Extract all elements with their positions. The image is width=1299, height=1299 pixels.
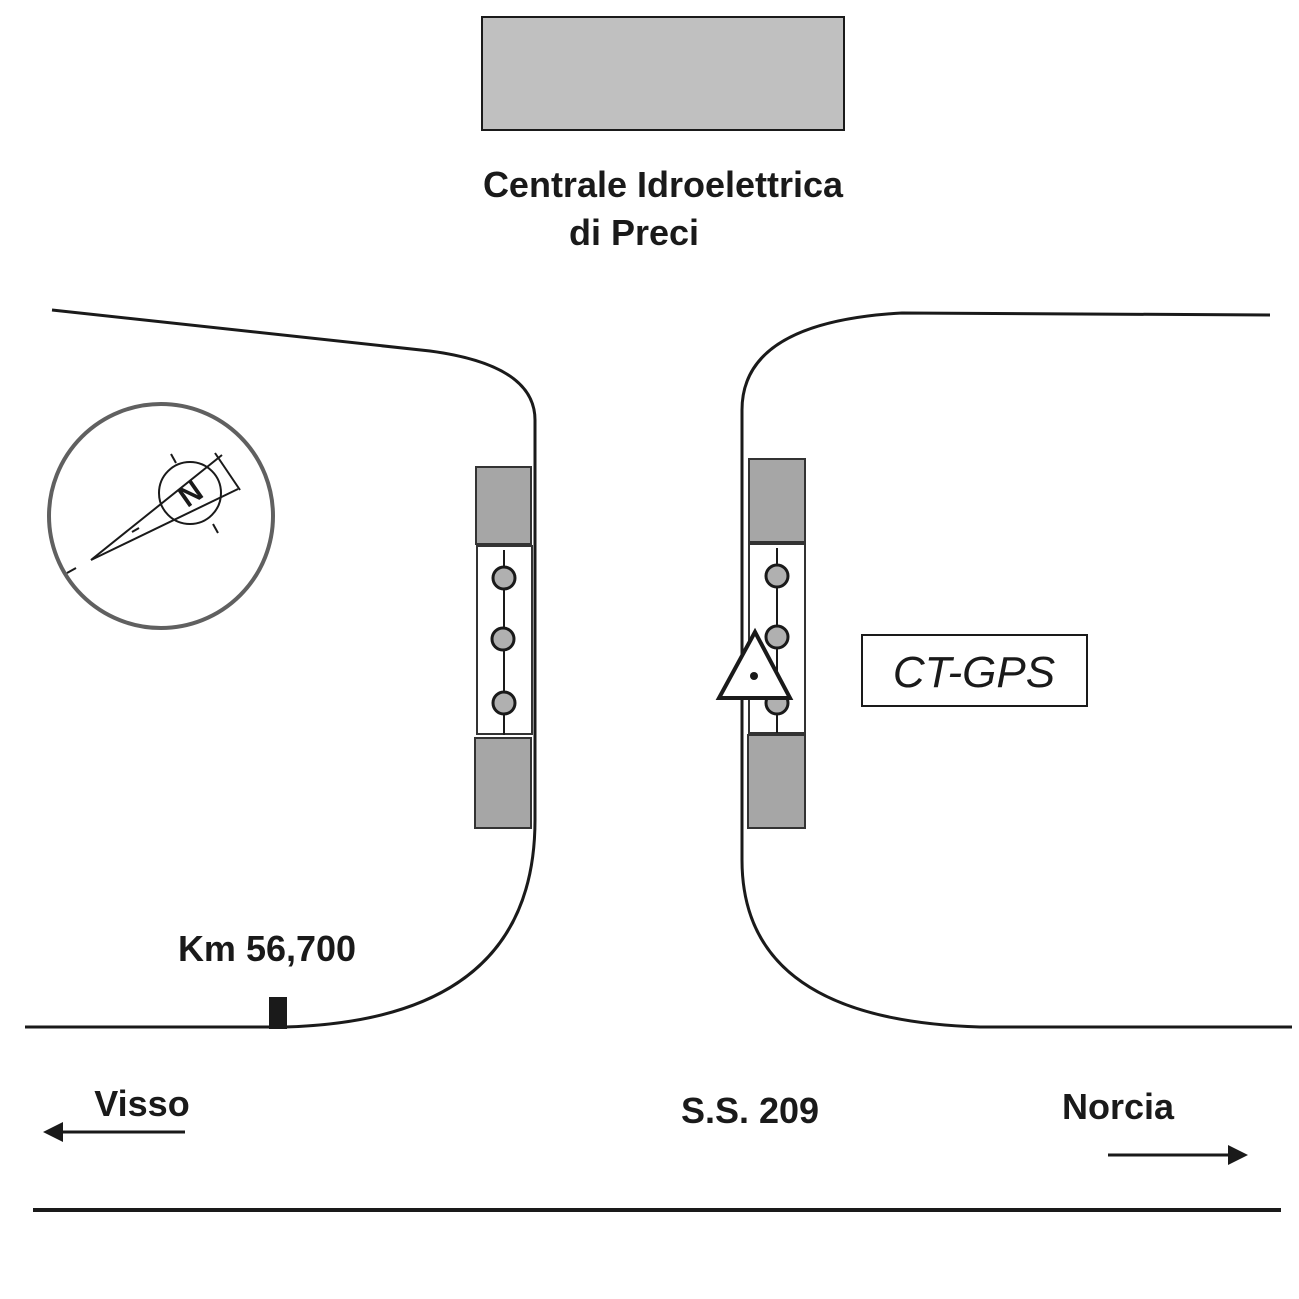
km-marker-post (269, 997, 287, 1029)
right-road-edge (740, 311, 1292, 1029)
direction-right-label: Norcia (1062, 1086, 1175, 1127)
compass-ring (47, 402, 275, 630)
road-name-label: S.S. 209 (681, 1090, 819, 1131)
gate-light (764, 624, 790, 650)
gate-post-top (748, 458, 806, 543)
gate-light (490, 626, 516, 652)
power-plant-building (481, 16, 845, 131)
gate-light (491, 690, 517, 716)
left-road-edge (25, 308, 537, 1029)
gate-light (764, 563, 790, 589)
building-label-line1: Centrale Idroelettrica (483, 164, 844, 205)
station-label-box (861, 634, 1088, 707)
arrow-left-icon (43, 1122, 185, 1142)
left-gate (474, 466, 533, 829)
gate-post-top (475, 466, 532, 545)
gate-post-bottom (474, 737, 532, 829)
building-label-line2: di Preci (569, 212, 699, 253)
km-marker-label: Km 56,700 (178, 928, 356, 969)
gate-post-bottom (747, 734, 806, 829)
gps-station-marker-icon (715, 627, 794, 700)
direction-left-label: Visso (94, 1083, 189, 1124)
station-label: CT-GPS (893, 648, 1055, 697)
compass: N (47, 402, 275, 630)
gate-light (491, 565, 517, 591)
arrow-right-icon (1108, 1145, 1248, 1165)
right-gate (747, 458, 806, 829)
